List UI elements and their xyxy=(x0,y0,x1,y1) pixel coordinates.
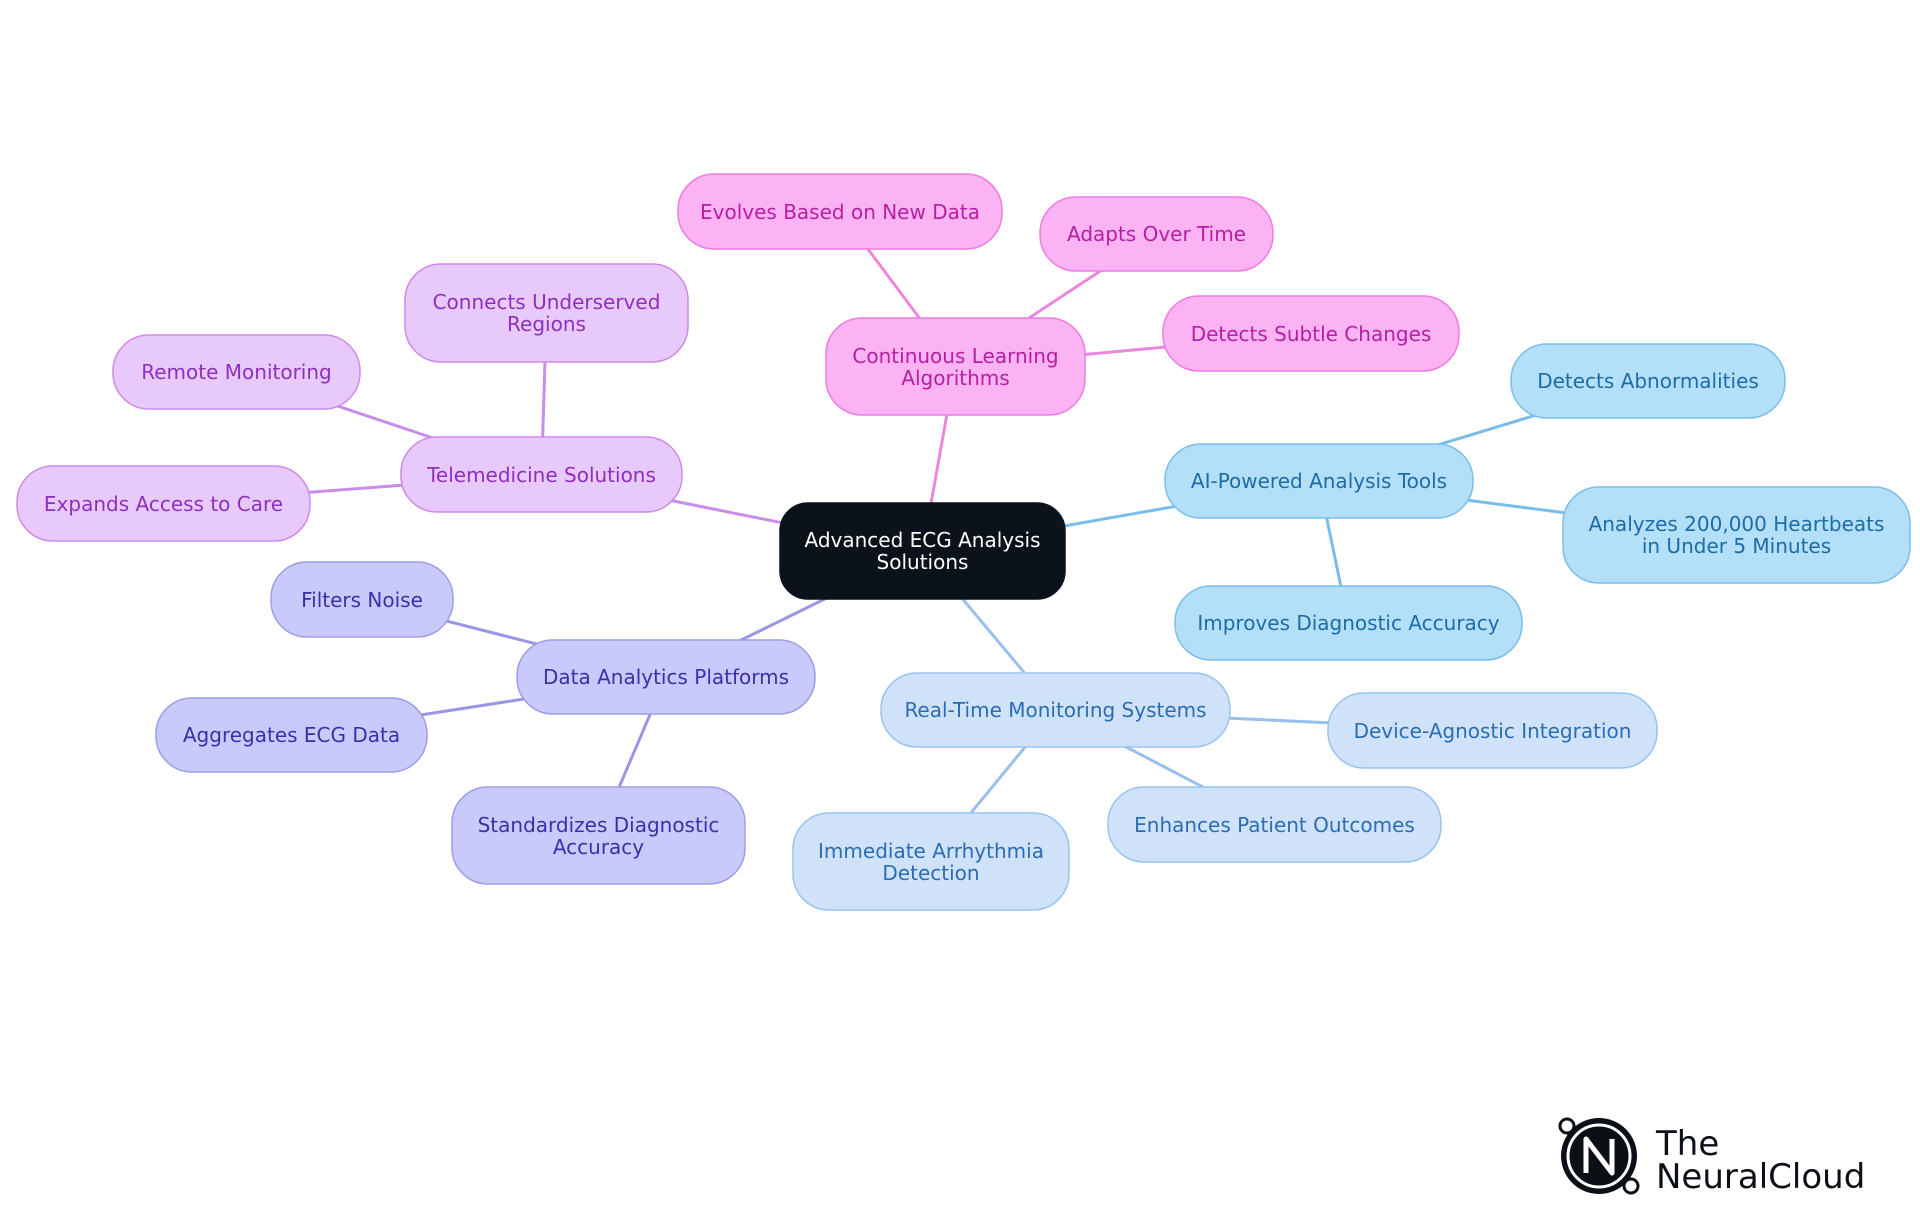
leaf-node-enhances-patient-outcomes: Enhances Patient Outcomes xyxy=(1107,786,1442,863)
leaf-node-detects-abnormalities-label: Detects Abnormalities xyxy=(1537,369,1759,393)
branch-node-telemedicine-box xyxy=(400,436,683,513)
brand-logo xyxy=(1558,1117,1640,1195)
root-node-box xyxy=(779,502,1066,600)
brand-name-line2: NeuralCloud xyxy=(1656,1157,1865,1197)
leaf-node-expands-access-to-care-box xyxy=(16,465,311,542)
leaf-node-analyzes-200-000-heartbeats-in-under-5-minutes-label: Analyzes 200,000 Heartbeats in Under 5 M… xyxy=(1588,512,1885,558)
leaf-node-immediate-arrhythmia-detection-label: Immediate Arrhythmia Detection xyxy=(818,838,1044,885)
branch-node-analytics: Data Analytics Platforms xyxy=(516,639,816,715)
leaf-node-immediate-arrhythmia-detection-box xyxy=(792,812,1070,911)
leaf-node-adapts-over-time-box xyxy=(1039,196,1274,272)
leaf-node-detects-subtle-changes: Detects Subtle Changes xyxy=(1162,295,1460,372)
root-node-label: Advanced ECG Analysis Solutions xyxy=(804,528,1041,574)
branch-node-ai-box xyxy=(1164,443,1474,519)
leaf-node-detects-abnormalities-box xyxy=(1510,343,1786,419)
leaf-node-improves-diagnostic-accuracy-label: Improves Diagnostic Accuracy xyxy=(1197,611,1500,635)
leaf-node-standardizes-diagnostic-accuracy: Standardizes Diagnostic Accuracy xyxy=(451,786,746,885)
leaf-node-detects-subtle-changes-box xyxy=(1162,295,1460,372)
leaf-node-enhances-patient-outcomes-label: Enhances Patient Outcomes xyxy=(1134,812,1415,837)
leaf-node-expands-access-to-care: Expands Access to Care xyxy=(16,465,311,542)
logo-node-bottom-icon xyxy=(1622,1177,1640,1195)
leaf-node-analyzes-200-000-heartbeats-in-under-5-minutes-box xyxy=(1562,486,1911,584)
leaf-node-filters-noise-label: Filters Noise xyxy=(301,587,423,612)
brand-name-line1: The xyxy=(1655,1124,1719,1164)
logo-n-icon xyxy=(1583,1136,1615,1176)
leaf-node-evolves-based-on-new-data-box xyxy=(677,173,1003,250)
leaf-node-improves-diagnostic-accuracy-box xyxy=(1174,585,1523,661)
leaf-node-analyzes-200-000-heartbeats-in-under-5-minutes: Analyzes 200,000 Heartbeats in Under 5 M… xyxy=(1562,486,1911,584)
leaf-node-remote-monitoring-box xyxy=(112,334,361,410)
branch-node-ai-label: AI-Powered Analysis Tools xyxy=(1190,469,1448,493)
branch-node-realtime-label: Real-Time Monitoring Systems xyxy=(904,698,1207,722)
logo-inner-ring-icon xyxy=(1566,1123,1632,1189)
branch-node-learning-label: Continuous Learning Algorithms xyxy=(852,343,1059,390)
leaf-node-connects-underserved-regions-box xyxy=(404,263,689,363)
leaf-node-aggregates-ecg-data-box xyxy=(155,697,428,773)
leaf-node-evolves-based-on-new-data: Evolves Based on New Data xyxy=(677,173,1003,250)
branch-node-telemedicine: Telemedicine Solutions xyxy=(400,436,683,513)
leaf-node-improves-diagnostic-accuracy: Improves Diagnostic Accuracy xyxy=(1174,585,1523,661)
leaf-node-connects-underserved-regions: Connects Underserved Regions xyxy=(404,263,689,363)
logo-node-top-icon xyxy=(1558,1117,1576,1135)
branch-node-telemedicine-label: Telemedicine Solutions xyxy=(427,462,656,487)
leaf-node-connects-underserved-regions-label: Connects Underserved Regions xyxy=(432,290,661,336)
leaf-node-enhances-patient-outcomes-box xyxy=(1107,786,1442,863)
root-node: Advanced ECG Analysis Solutions xyxy=(779,502,1066,600)
branch-node-ai: AI-Powered Analysis Tools xyxy=(1164,443,1474,519)
branch-node-learning-box xyxy=(825,317,1086,416)
leaf-node-adapts-over-time-label: Adapts Over Time xyxy=(1066,222,1246,246)
branch-node-learning: Continuous Learning Algorithms xyxy=(825,317,1086,416)
leaf-node-aggregates-ecg-data: Aggregates ECG Data xyxy=(155,697,428,773)
leaf-node-filters-noise-box xyxy=(270,561,454,638)
leaf-node-standardizes-diagnostic-accuracy-box xyxy=(451,786,746,885)
leaf-node-adapts-over-time: Adapts Over Time xyxy=(1039,196,1274,272)
leaf-node-detects-abnormalities: Detects Abnormalities xyxy=(1510,343,1786,419)
leaf-node-immediate-arrhythmia-detection: Immediate Arrhythmia Detection xyxy=(792,812,1070,911)
branch-node-realtime: Real-Time Monitoring Systems xyxy=(880,672,1231,748)
leaf-node-device-agnostic-integration-box xyxy=(1327,692,1658,769)
leaf-node-device-agnostic-integration: Device-Agnostic Integration xyxy=(1327,692,1658,769)
leaf-node-aggregates-ecg-data-label: Aggregates ECG Data xyxy=(182,723,401,747)
branch-node-realtime-box xyxy=(880,672,1231,748)
leaf-node-device-agnostic-integration-label: Device-Agnostic Integration xyxy=(1353,718,1632,743)
leaf-node-remote-monitoring: Remote Monitoring xyxy=(112,334,361,410)
branch-node-analytics-label: Data Analytics Platforms xyxy=(542,665,790,689)
leaf-node-evolves-based-on-new-data-label: Evolves Based on New Data xyxy=(700,199,980,224)
node-layer: Telemedicine Solutions Connects Underserv… xyxy=(16,173,1911,911)
leaf-node-filters-noise: Filters Noise xyxy=(270,561,454,638)
leaf-node-expands-access-to-care-label: Expands Access to Care xyxy=(43,491,284,516)
leaf-node-standardizes-diagnostic-accuracy-label: Standardizes Diagnostic Accuracy xyxy=(477,812,720,859)
leaf-node-detects-subtle-changes-label: Detects Subtle Changes xyxy=(1190,321,1432,346)
branch-node-analytics-box xyxy=(516,639,816,715)
leaf-node-remote-monitoring-label: Remote Monitoring xyxy=(141,360,332,384)
